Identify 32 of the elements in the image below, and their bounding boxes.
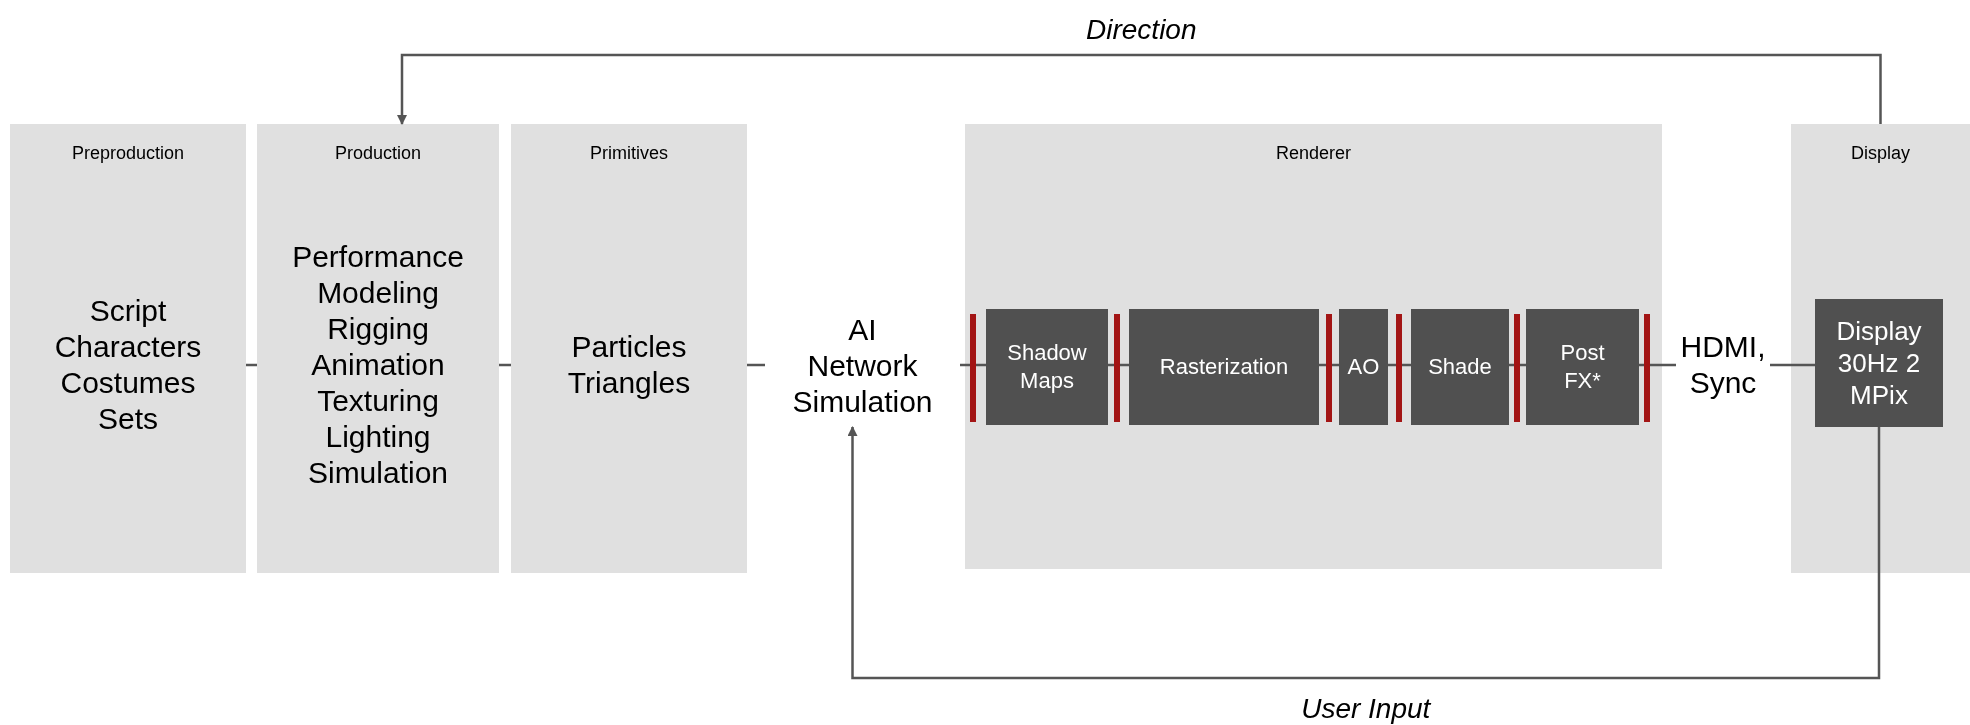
stage-panel <box>965 124 1662 569</box>
stage-items: Particles Triangles <box>567 329 691 401</box>
connector-line <box>1639 363 1676 367</box>
stage-panel <box>257 124 499 573</box>
stage-label: AI Network Simulation <box>792 312 933 420</box>
connector-line <box>1388 363 1411 367</box>
connector-line <box>1108 363 1129 367</box>
stage-items: Performance Modeling Rigging Animation Texturing Lighting Simulation <box>292 239 464 491</box>
render-pass-box: Rasterization <box>1129 309 1319 425</box>
panel-heading: Primitives <box>590 142 668 165</box>
connector-line <box>246 363 257 367</box>
render-pass-box: Shadow Maps <box>986 309 1108 425</box>
panel-heading: Preproduction <box>71 142 185 165</box>
connector-line <box>1770 363 1815 367</box>
stage-panel <box>511 124 747 573</box>
render-pass-box: Shade <box>1411 309 1509 425</box>
connector-line <box>847 426 1881 680</box>
panel-heading: Renderer <box>1275 142 1351 165</box>
panel-heading: Production <box>334 142 422 165</box>
stage-panel <box>1791 124 1970 573</box>
stage-items: Script Characters Costumes Sets <box>54 293 202 437</box>
render-pass-box: AO <box>1339 309 1388 425</box>
display-box: Display 30Hz 2 MPix <box>1815 299 1943 427</box>
stage-label: HDMI, Sync <box>1680 329 1766 401</box>
connector-line <box>397 53 1882 125</box>
render-pass-box: Post FX* <box>1526 309 1639 425</box>
panel-heading: Display <box>1851 142 1910 165</box>
connector-line <box>499 363 511 367</box>
connector-line <box>747 363 765 367</box>
connector-line <box>960 363 986 367</box>
stage-panel <box>10 124 246 573</box>
connector-line <box>1319 363 1339 367</box>
